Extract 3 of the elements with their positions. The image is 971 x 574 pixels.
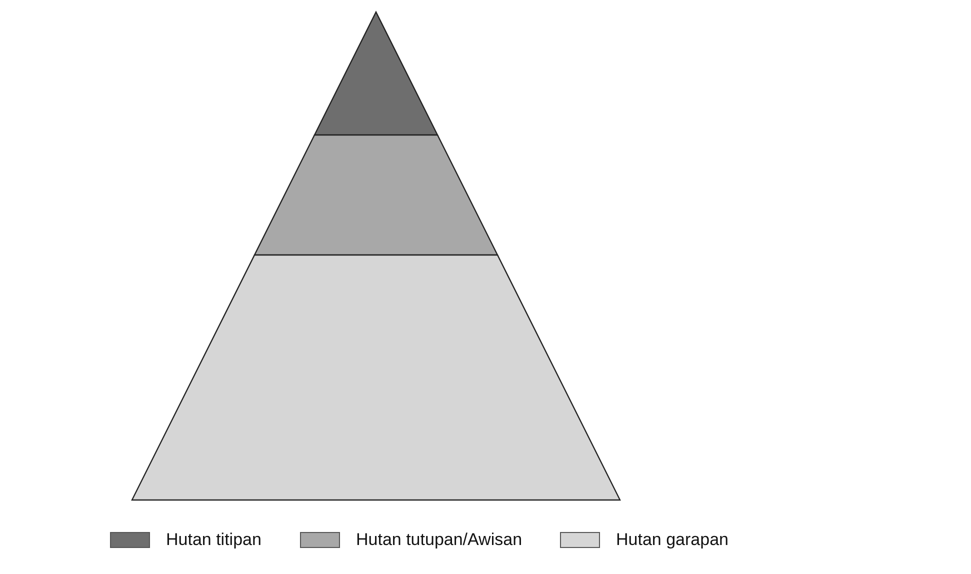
legend-label: Hutan tutupan/Awisan [356, 530, 522, 550]
legend-label: Hutan garapan [616, 530, 728, 550]
legend-label: Hutan titipan [166, 530, 262, 550]
